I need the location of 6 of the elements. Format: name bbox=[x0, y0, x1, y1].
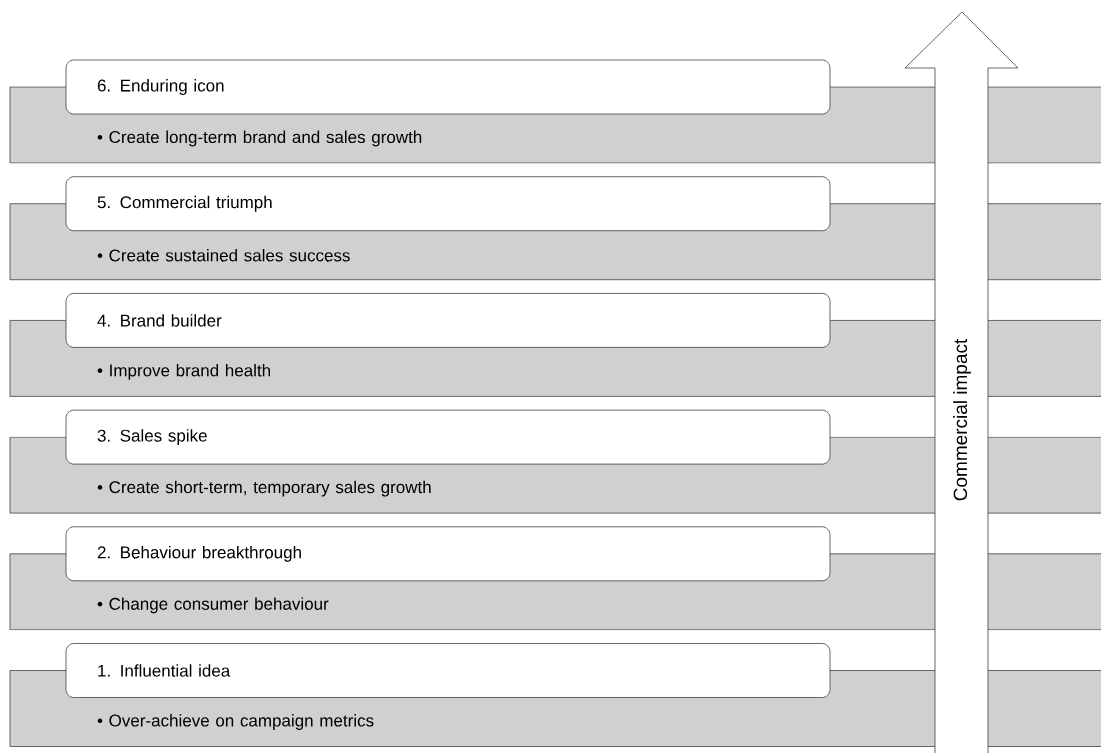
header-box: 1. Influential idea bbox=[65, 643, 831, 698]
header-box: 4. Brand builder bbox=[65, 293, 831, 348]
header-box: 6. Enduring icon bbox=[65, 59, 831, 115]
header-box: 2. Behaviour breakthrough bbox=[65, 526, 831, 582]
header-box: 3. Sales spike bbox=[65, 409, 831, 465]
header-box: 5. Commercial triumph bbox=[65, 176, 831, 232]
